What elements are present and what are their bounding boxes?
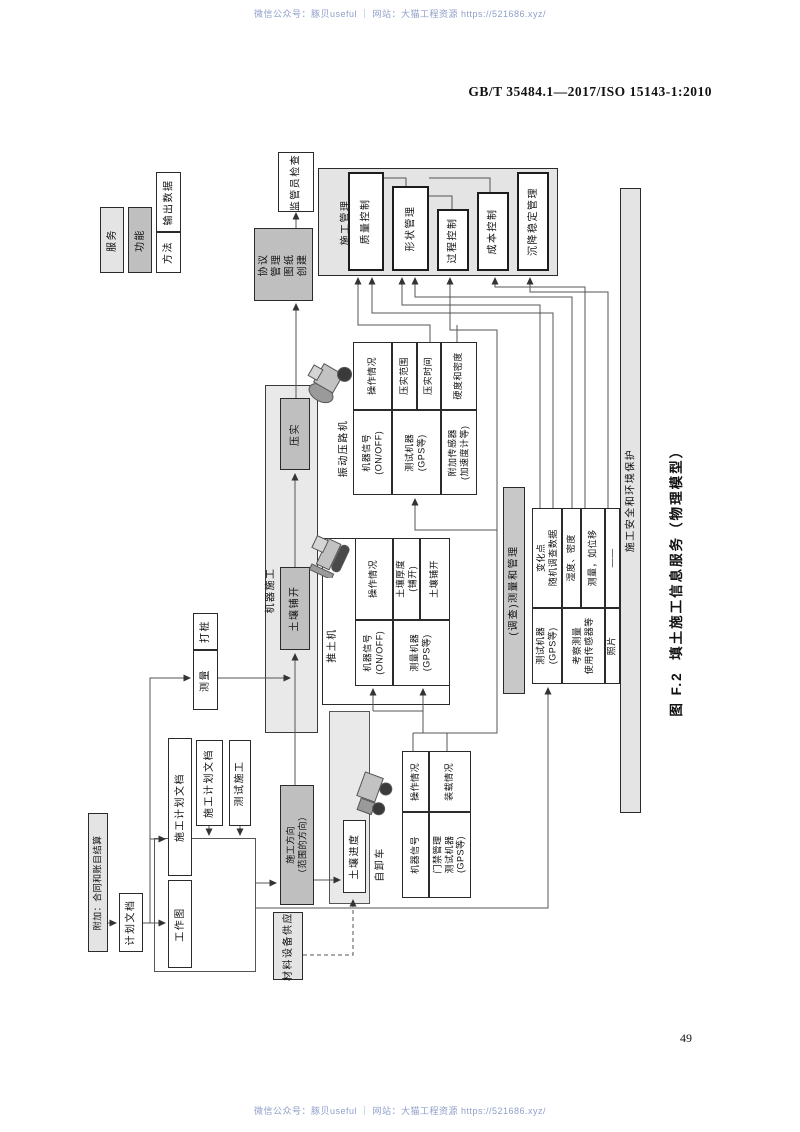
dozer-method-cell: 测量机器 (GPS等)	[393, 620, 450, 686]
roller-label: 振动压路机	[338, 419, 350, 477]
watermark-top: 微信公众号：豚贝useful ｜ 网站：大猫工程资源 https://52168…	[253, 9, 547, 19]
survey-output-cell: 湿度、密度	[562, 508, 581, 608]
work-drawing-box: 工作图	[168, 880, 192, 968]
roller-method-cell: 测试机器 (GPS等)	[392, 410, 441, 495]
roller-method-cell: 机器信号 (ON/OFF)	[353, 410, 392, 495]
legend-output-data: 输出数据	[156, 172, 181, 232]
process-control-box: 过程控制	[437, 209, 469, 271]
piling-box: 打桩	[193, 613, 218, 650]
compaction-box: 压实	[280, 398, 310, 470]
protocol-mgmt-box: 协议 管理 图纸 创建	[254, 228, 313, 301]
roller-machine-icon	[307, 363, 353, 404]
roller-table: 操作情况 压实范围 压实时间 硬度和密度 机器信号 (ON/OFF) 测试机器 …	[353, 342, 477, 495]
survey-output-cell: 变化点 随机调查数据	[532, 508, 562, 608]
survey-small-box: 测量	[193, 650, 218, 710]
soil-spreading-box: 土壤铺开	[280, 567, 310, 650]
settlement-stability-box: 沉降稳定管理	[517, 172, 549, 271]
safety-environment-box: 施工安全和环境保护	[620, 188, 641, 813]
survey-method-cell: 照片	[605, 608, 620, 684]
watermark-bottom: 微信公众号：豚贝useful ｜ 网站：大猫工程资源 https://52168…	[253, 1106, 547, 1116]
material-supply-box: 材料设备供应	[273, 912, 303, 981]
legend-method: 方法	[156, 232, 181, 273]
dozer-method-cell: 机器信号 (ON/OFF)	[355, 620, 393, 686]
soil-progress-box: 土壤进度	[343, 820, 366, 893]
construction-plan-doc-box: 施工计划文档	[168, 738, 192, 876]
roller-output-cell: 操作情况	[353, 342, 392, 410]
dozer-output-cell: 操作情况	[355, 538, 393, 620]
truck-method-cell: 门禁管理 测试机器 (GPS等)	[429, 812, 471, 898]
supervisor-check-box: 监管员检查	[278, 152, 314, 212]
survey-method-cell: 测试机器 (GPS等)	[532, 608, 562, 684]
truck-output-cell: 装载情况	[429, 751, 471, 812]
construction-direction-box: 施工方向 （范围的方向）	[280, 785, 314, 905]
truck-method-cell: 机器信号	[402, 812, 429, 898]
roller-output-cell: 压实时间	[417, 342, 441, 410]
standard-number: GB/T 35484.1—2017/ISO 15143-1:2010	[468, 84, 712, 99]
quality-control-box: 质量控制	[348, 172, 384, 271]
plan-doc-box: 计划文档	[119, 893, 143, 952]
figure-title: 图 F.2 填土施工信息服务（物理模型）	[669, 443, 685, 717]
survey-table: 变化点 随机调查数据 湿度、密度 测量，如位移 —— 测试机器 (GPS等) 考…	[532, 508, 620, 684]
dozer-output-cell: 土壤铺开	[420, 538, 450, 620]
truck-label: 自卸车	[374, 846, 386, 882]
shape-mgmt-box: 形状管理	[392, 186, 429, 271]
dozer-output-cell: 土壤厚度 (铺开)	[393, 538, 420, 620]
roller-output-cell: 压实范围	[392, 342, 417, 410]
roller-method-cell: 附加传感器 (加速度计等)	[441, 410, 477, 495]
roller-output-cell: 硬度和密度	[441, 342, 477, 410]
page-number: 49	[680, 1031, 692, 1045]
truck-table: 操作情况 装载情况 机器信号 门禁管理 测试机器 (GPS等)	[402, 751, 471, 898]
legend-service: 服务	[100, 207, 124, 273]
legend-function: 功能	[128, 207, 152, 273]
test-construction-box: 测试施工	[229, 740, 251, 826]
survey-output-cell: 测量，如位移	[581, 508, 605, 608]
additional-contract-box: 附加：合同和账目结算	[88, 813, 108, 952]
construction-plan-doc2-box: 施工计划文档	[196, 740, 223, 826]
truck-output-cell: 操作情况	[402, 751, 429, 812]
machine-construction-label: 机器施工	[265, 567, 277, 613]
dump-truck-machine-icon	[356, 771, 393, 816]
survey-output-cell: ——	[605, 508, 620, 608]
bulldozer-machine-icon	[308, 534, 350, 578]
cost-control-box: 成本控制	[477, 192, 509, 271]
survey-method-cell: 考察测量 使用传感器等	[562, 608, 605, 684]
survey-mgmt-box: (调查)测量和管理	[503, 487, 525, 694]
